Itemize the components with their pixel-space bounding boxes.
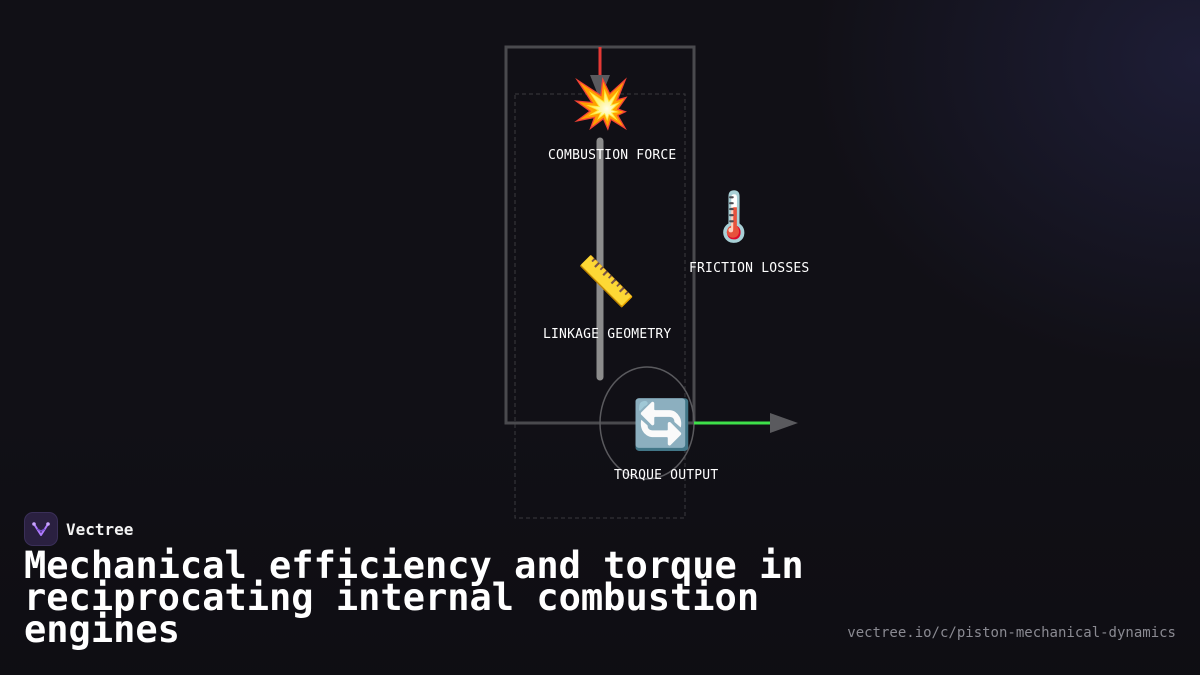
torque-output-arrowhead bbox=[770, 413, 798, 433]
rotation-arrows-icon: 🔄 bbox=[632, 397, 692, 453]
explosion-icon: 💥 bbox=[571, 76, 631, 132]
ruler-icon: 📏 bbox=[576, 254, 636, 310]
friction-losses-label: FRICTION LOSSES bbox=[689, 261, 810, 276]
source-url[interactable]: vectree.io/c/piston-mechanical-dynamics bbox=[847, 625, 1176, 641]
combustion-force-label: COMBUSTION FORCE bbox=[548, 148, 677, 163]
linkage-geometry-label: LINKAGE GEOMETRY bbox=[543, 327, 672, 342]
page-title: Mechanical efficiency and torque in reci… bbox=[24, 544, 804, 651]
combustion-force-arrowhead bbox=[590, 75, 610, 100]
brand-name: Vectree bbox=[66, 519, 134, 539]
brand: Vectree bbox=[24, 512, 133, 546]
thermometer-icon: 🌡️ bbox=[704, 189, 764, 245]
vectree-logo-icon bbox=[24, 512, 58, 546]
torque-output-label: TORQUE OUTPUT bbox=[614, 468, 719, 483]
